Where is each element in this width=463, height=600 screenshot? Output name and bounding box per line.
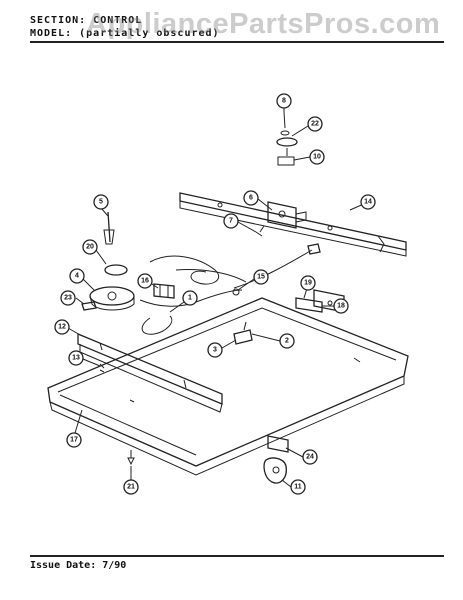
callout-1: 1 (182, 290, 198, 306)
ignition-wiring (139, 243, 321, 335)
callout-22: 22 (307, 116, 323, 132)
svg-text:13: 13 (72, 355, 80, 362)
callout-19: 19 (300, 275, 316, 291)
svg-text:8: 8 (282, 98, 286, 105)
lower-switch (263, 435, 289, 484)
svg-text:23: 23 (64, 295, 72, 302)
callout-3: 3 (207, 342, 223, 358)
svg-text:7: 7 (229, 218, 233, 225)
watermark: AppliancePartsPros.com (86, 8, 441, 40)
svg-text:11: 11 (294, 484, 302, 491)
knob-assembly (276, 111, 298, 166)
support-bracket (77, 333, 223, 413)
callout-6: 6 (243, 190, 259, 206)
screws (99, 231, 263, 466)
model-label: MODEL: (partially obscured) (30, 28, 220, 39)
svg-text:19: 19 (304, 280, 312, 287)
svg-text:22: 22 (311, 121, 319, 128)
svg-text:15: 15 (257, 274, 265, 281)
seal-ring (104, 264, 128, 276)
issue-date: Issue Date: 7/90 (30, 560, 127, 571)
svg-text:3: 3 (213, 347, 217, 354)
callout-14: 14 (360, 194, 376, 210)
callout-2: 2 (279, 333, 295, 349)
svg-text:4: 4 (75, 273, 79, 280)
switch (233, 321, 253, 345)
callout-21: 21 (123, 479, 139, 495)
svg-text:17: 17 (70, 437, 78, 444)
callout-17: 17 (66, 432, 82, 448)
svg-text:2: 2 (285, 338, 289, 345)
footer-rule (30, 555, 444, 557)
callout-15: 15 (253, 269, 269, 285)
spark-module (89, 286, 135, 311)
callout-23: 23 (60, 290, 76, 306)
svg-text:14: 14 (364, 199, 372, 206)
callout-20: 20 (82, 239, 98, 255)
callout-11: 11 (290, 479, 306, 495)
clip (81, 301, 97, 311)
svg-text:24: 24 (306, 454, 314, 461)
callout-5: 5 (93, 194, 109, 210)
svg-text:12: 12 (58, 324, 66, 331)
callout-8: 8 (276, 93, 292, 109)
callout-18: 18 (333, 298, 349, 314)
svg-text:20: 20 (86, 244, 94, 251)
callout-4: 4 (69, 268, 85, 284)
callout-7: 7 (223, 213, 239, 229)
svg-text:16: 16 (141, 278, 149, 285)
svg-text:6: 6 (249, 195, 253, 202)
burner-rail (179, 192, 407, 257)
gas-valve (259, 201, 307, 233)
svg-text:21: 21 (127, 484, 135, 491)
svg-text:10: 10 (313, 154, 321, 161)
header-rule (30, 41, 444, 43)
callout-16: 16 (137, 273, 153, 289)
electrode (103, 211, 115, 245)
callout-10: 10 (309, 149, 325, 165)
terminal-block (153, 283, 175, 299)
section-label: SECTION: CONTROL (30, 15, 143, 26)
svg-text:1: 1 (188, 295, 192, 302)
svg-text:5: 5 (99, 199, 103, 206)
callout-12: 12 (54, 319, 70, 335)
callout-13: 13 (68, 350, 84, 366)
svg-text:18: 18 (337, 303, 345, 310)
control-pan (47, 297, 409, 476)
callout-24: 24 (302, 449, 318, 465)
